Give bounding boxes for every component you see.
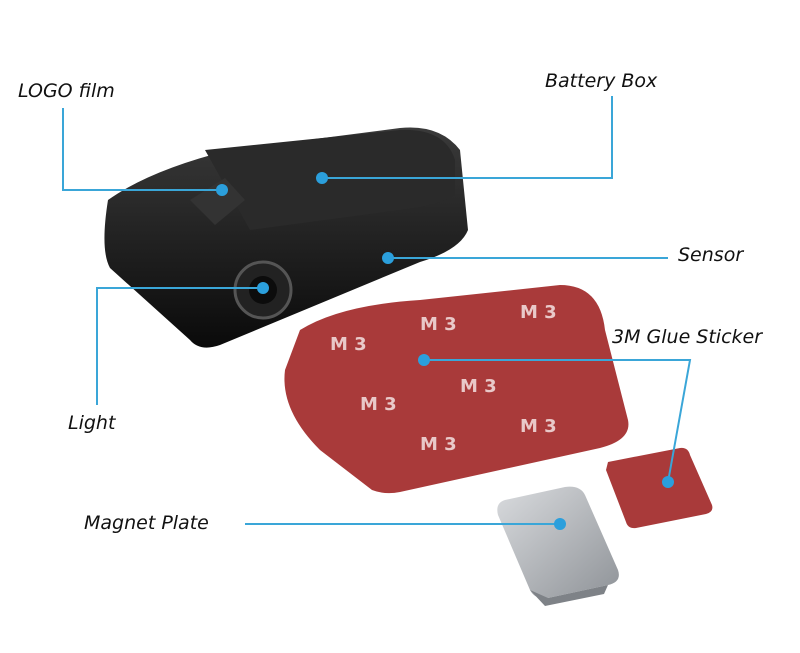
sticker-print: M 3 — [460, 376, 497, 397]
label-magnet-plate: Magnet Plate — [84, 512, 209, 534]
label-sensor: Sensor — [678, 244, 744, 266]
sticker-print: M 3 — [420, 434, 457, 455]
leader-lines — [62, 96, 692, 525]
label-logo-film: LOGO film — [18, 80, 115, 102]
sticker-print: M 3 — [420, 314, 457, 335]
glue-sticker-small — [606, 447, 713, 529]
sticker-print: M 3 — [520, 416, 557, 437]
battery-box-lid — [205, 129, 455, 230]
logo-film-slot — [190, 178, 245, 225]
label-glue-sticker: 3M Glue Sticker — [612, 326, 763, 348]
sticker-print: M 3 — [360, 394, 397, 415]
projector-device — [104, 127, 468, 348]
label-battery-box: Battery Box — [545, 70, 658, 92]
glue-sticker-large: M 3 M 3 M 3 M 3 M 3 M 3 M 3 — [284, 285, 629, 494]
label-light: Light — [68, 412, 116, 434]
sticker-print: M 3 — [520, 302, 557, 323]
sticker-print: M 3 — [330, 334, 367, 355]
magnet-plate — [497, 486, 619, 606]
leader-dots — [216, 172, 674, 530]
